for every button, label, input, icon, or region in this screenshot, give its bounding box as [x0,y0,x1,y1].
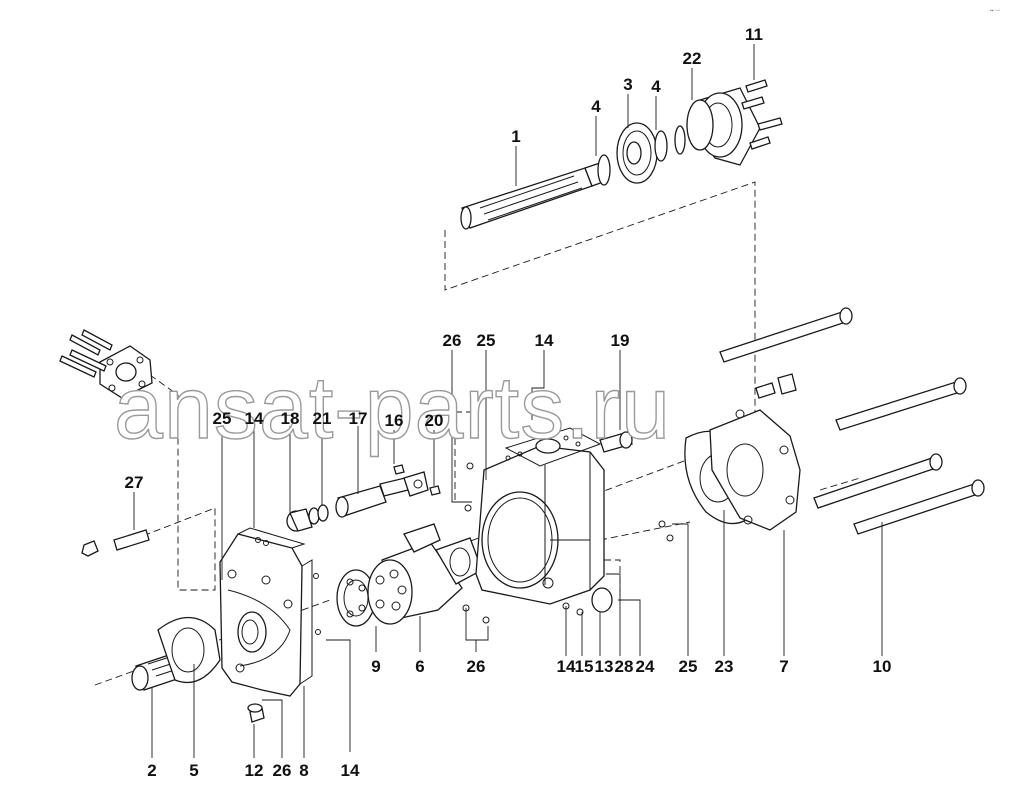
callout-28: 28 [615,657,634,676]
callout-16: 16 [385,411,404,430]
watermark-text: ansat-parts.ru [114,358,671,457]
callout-26: 26 [443,331,462,350]
callout-14c: 14 [557,657,576,676]
callout-3: 3 [623,75,632,94]
callout-4b: 4 [651,77,661,96]
small-screws [462,462,674,624]
through-bolts [719,307,985,535]
callout-2: 2 [147,761,156,780]
callout-6: 6 [415,657,424,676]
pin-and-nut [81,529,150,557]
callout-23: 23 [715,657,734,676]
callout-21: 21 [313,409,332,428]
drive-shaft [460,162,607,230]
callout-26b: 26 [467,657,486,676]
plug [247,703,265,723]
snap-ring [597,154,611,186]
callout-18: 18 [281,409,300,428]
bearing [616,122,658,184]
callout-26c: 26 [273,761,292,780]
swash-plate [157,617,221,684]
housing-plug [591,587,613,613]
rear-cover [709,373,801,531]
callout-11: 11 [745,25,763,44]
leader-lines [133,44,883,758]
callout-25: 25 [477,331,496,350]
callout-17: 17 [349,409,368,428]
front-cover [686,87,761,166]
callout-7: 7 [779,657,788,676]
callout-25c: 25 [679,657,698,676]
main-housing [475,427,633,605]
callout-14: 14 [535,331,554,350]
callout-4: 4 [591,97,601,116]
corner-mark: ▪▪ ▫▫▫ [990,8,1000,14]
valve-assembly [286,464,441,532]
callout-20: 20 [425,411,444,430]
callout-15: 15 [575,657,594,676]
callout-10: 10 [873,657,892,676]
callout-13: 13 [595,657,614,676]
front-housing [219,527,321,697]
cylinder-block [367,523,483,625]
callout-1: 1 [511,127,520,146]
callout-14b: 14 [245,409,264,428]
callout-12: 12 [245,761,264,780]
callout-9: 9 [371,657,380,676]
cover-bolts [741,79,783,150]
callout-5: 5 [189,761,198,780]
flange [59,329,153,399]
callout-27: 27 [125,473,144,492]
callout-19: 19 [611,331,630,350]
callout-24: 24 [636,657,655,676]
callout-22: 22 [683,49,702,68]
callout-14d: 14 [341,761,360,780]
callout-8: 8 [299,761,308,780]
snap-ring-2 [654,125,686,162]
callout-25b: 25 [213,409,232,428]
callout-labels: 11 22 3 4 4 1 26 25 14 19 25 14 18 21 17… [125,25,892,780]
